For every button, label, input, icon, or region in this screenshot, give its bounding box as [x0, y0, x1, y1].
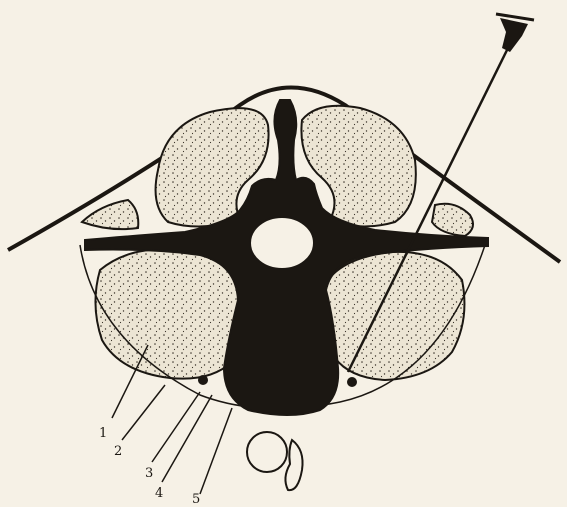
- leader-line-2: [122, 385, 165, 440]
- label-1: 1: [99, 427, 107, 440]
- lower-right-muscle: [321, 252, 464, 380]
- aorta: [247, 432, 287, 472]
- label-5: 5: [192, 493, 200, 506]
- vena-cava: [285, 440, 302, 490]
- lower-left-muscle: [95, 249, 243, 378]
- leader-line-5: [200, 408, 232, 494]
- syringe-hub-icon: [496, 14, 534, 52]
- small-vessel-right: [347, 377, 357, 387]
- label-2: 2: [114, 445, 122, 458]
- label-3: 3: [145, 467, 153, 480]
- right-lateral-mass: [432, 204, 473, 236]
- spinal-canal: [250, 217, 314, 269]
- label-4: 4: [155, 487, 163, 500]
- leader-line-4: [162, 395, 212, 482]
- small-vessel-left: [198, 375, 208, 385]
